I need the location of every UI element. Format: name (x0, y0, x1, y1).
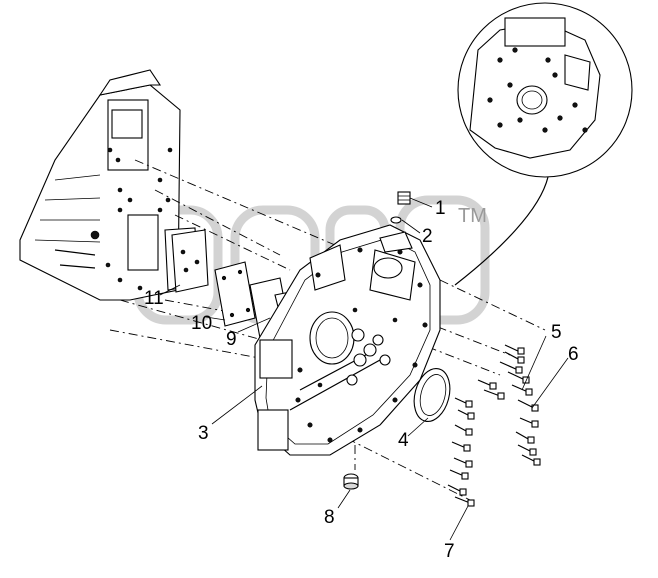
drain-plug (343, 473, 359, 490)
leader-lines (159, 197, 569, 541)
callout-7: 7 (444, 541, 455, 562)
trademark-label: TM (458, 205, 487, 227)
callout-3: 3 (198, 423, 209, 444)
callout-labels: 1 2 3 4 5 6 7 8 9 10 11 (144, 198, 579, 562)
callout-8: 8 (324, 507, 335, 528)
flywheel-housing (254, 224, 441, 456)
callout-6: 6 (568, 344, 579, 365)
inset-detail-view (454, 2, 633, 286)
seal-ring (413, 368, 451, 422)
callout-4: 4 (398, 430, 409, 451)
callout-5: 5 (551, 322, 562, 343)
bolt-set-upper (477, 344, 539, 412)
callout-11: 11 (144, 288, 164, 309)
callout-2: 2 (422, 226, 433, 247)
mount-plate-11 (171, 229, 209, 293)
engine-block (19, 69, 199, 301)
callout-1: 1 (435, 198, 446, 219)
callout-10: 10 (191, 313, 212, 334)
callout-9: 9 (226, 329, 237, 350)
gasket-plate-10 (214, 261, 256, 327)
bolt-set-lower (447, 397, 541, 507)
